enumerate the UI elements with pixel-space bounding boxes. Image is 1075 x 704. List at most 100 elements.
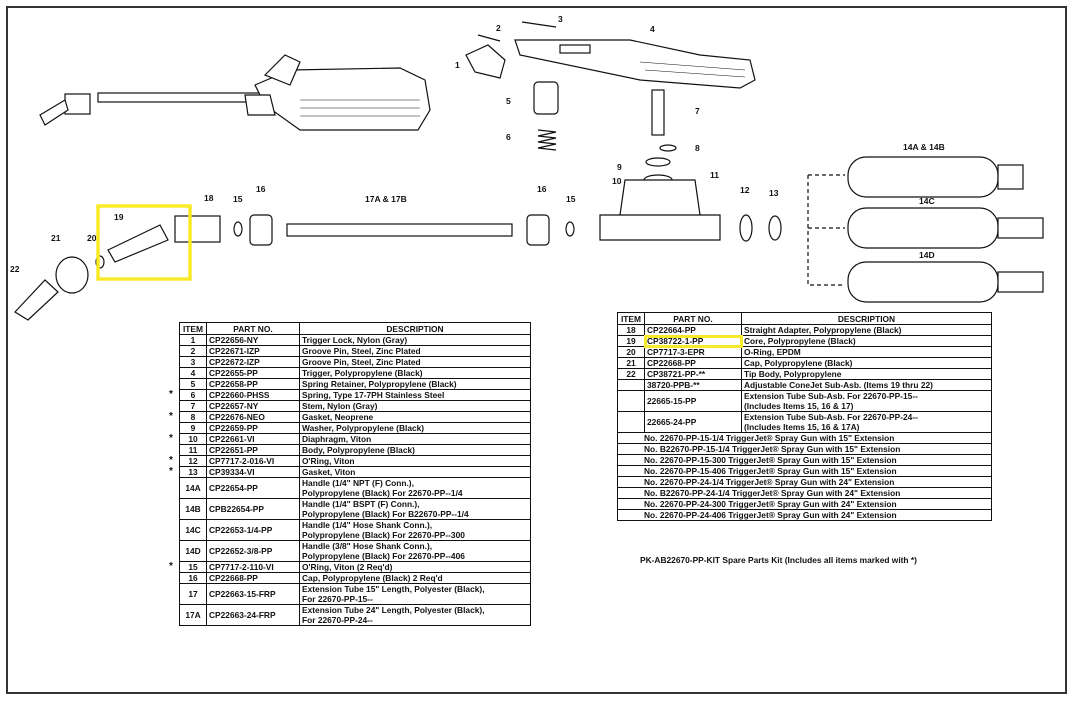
kit-marker: * xyxy=(169,433,173,444)
part-number-cell-highlighted: CP38722-1-PP xyxy=(643,334,743,348)
spare-parts-kit-note: PK-AB22670-PP-KIT Spare Parts Kit (Inclu… xyxy=(640,555,917,565)
description-line: Washer, Polypropylene (Black) xyxy=(302,423,425,433)
item-cell: 22 xyxy=(617,368,645,380)
item-cell xyxy=(617,411,645,433)
part-number-cell: 22665-24-PP xyxy=(644,411,742,433)
callout-15-left: 15 xyxy=(233,194,243,204)
o-ring-15-left-illustration xyxy=(233,221,243,237)
model-cell: No. 22670-PP-24-1/4 TriggerJet® Spray Gu… xyxy=(617,476,992,488)
description-cell: Handle (1/4" BSPT (F) Conn.),Polypropyle… xyxy=(299,498,531,520)
description-line: Core, Polypropylene (Black) xyxy=(744,336,856,346)
callout-18: 18 xyxy=(204,193,214,203)
item-number: 14D xyxy=(185,546,201,556)
description-line-2: Polypropylene (Black) For 22670-PP--406 xyxy=(302,551,465,561)
part-number-cell: CP22659-PP xyxy=(206,422,300,434)
description-cell: Handle (1/4" Hose Shank Conn.),Polypropy… xyxy=(299,519,531,541)
item-cell: *8 xyxy=(169,411,207,423)
callout-13: 13 xyxy=(769,188,779,198)
description-line: Handle (1/4" Hose Shank Conn.), xyxy=(302,520,433,530)
table-row: 38720-PPB-**Adjustable ConeJet Sub-Asb. … xyxy=(617,379,992,391)
item-number: 16 xyxy=(188,573,198,583)
description-cell: Gasket, Neoprene xyxy=(299,411,531,423)
part-number-cell: CP22653-1/4-PP xyxy=(206,519,300,541)
part-number-cell: CP22663-15-FRP xyxy=(206,583,300,605)
description-line: Adjustable ConeJet Sub-Asb. (Items 19 th… xyxy=(744,380,933,390)
item-number: 3 xyxy=(190,357,196,367)
handle-14ab-illustration xyxy=(847,156,1024,198)
model-row: No. 22670-PP-24-1/4 TriggerJet® Spray Gu… xyxy=(617,476,992,488)
description-line-2: Polypropylene (Black) For 22670-PP--1/4 xyxy=(302,488,463,498)
kit-marker: * xyxy=(169,455,173,466)
part-number-cell: CP7717-2-016-VI xyxy=(206,455,300,467)
item-cell: 17A xyxy=(179,604,207,626)
item-cell: 17 xyxy=(179,583,207,605)
stem-illustration xyxy=(651,89,665,136)
header-description: DESCRIPTION xyxy=(299,322,531,335)
o-ring-15-right-illustration xyxy=(565,221,575,237)
item-cell: 5 xyxy=(179,378,207,390)
body-illustration xyxy=(599,179,721,241)
description-line: Stem, Nylon (Gray) xyxy=(302,401,378,411)
item-cell: 1 xyxy=(179,334,207,346)
description-line: Cap, Polypropylene (Black) 2 Req'd xyxy=(302,573,443,583)
part-number-cell: CP22654-PP xyxy=(206,477,300,499)
callout-10: 10 xyxy=(612,176,622,186)
parts-list-header-row: ITEM PART NO. DESCRIPTION xyxy=(617,312,992,325)
cap-16-right-illustration xyxy=(526,214,550,246)
description-cell: Body, Polypropylene (Black) xyxy=(299,444,531,456)
description-cell: Extension Tube 15" Length, Polyester (Bl… xyxy=(299,583,531,605)
item-number: 9 xyxy=(190,423,196,433)
part-number-cell: CP7717-2-110-VI xyxy=(206,561,300,573)
item-cell: 14C xyxy=(179,519,207,541)
item-cell: 9 xyxy=(179,422,207,434)
description-line-2: Polypropylene (Black) For B22670-PP--1/4 xyxy=(302,509,469,519)
callout-11: 11 xyxy=(710,170,719,180)
item-number: 17 xyxy=(188,589,198,599)
handle-14c-illustration xyxy=(847,207,1044,249)
description-cell: Adjustable ConeJet Sub-Asb. (Items 19 th… xyxy=(741,379,992,391)
callout-16-right: 16 xyxy=(537,184,547,194)
description-line-2: (Includes Items 15, 16 & 17A) xyxy=(744,422,860,432)
part-number-cell: CP39334-VI xyxy=(206,466,300,478)
part-number-cell: CP22676-NEO xyxy=(206,411,300,423)
description-line: Trigger, Polypropylene (Black) xyxy=(302,368,423,378)
description-cell: Groove Pin, Steel, Zinc Plated xyxy=(299,345,531,357)
description-cell: Extension Tube Sub-Asb. For 22670-PP-24-… xyxy=(741,411,992,433)
description-line-2: (Includes Items 15, 16 & 17) xyxy=(744,401,854,411)
groove-pin-2-illustration xyxy=(477,34,501,42)
item-cell: 14A xyxy=(179,477,207,499)
part-number-cell: CP38721-PP-** xyxy=(644,368,742,380)
item-cell: *12 xyxy=(169,455,207,467)
description-line: O'Ring, Viton (2 Req'd) xyxy=(302,562,393,572)
description-line: Groove Pin, Steel, Zinc Plated xyxy=(302,357,421,367)
item-number: 8 xyxy=(190,412,196,422)
callout-4: 4 xyxy=(650,24,655,34)
description-cell: Stem, Nylon (Gray) xyxy=(299,400,531,412)
assembled-gun-illustration xyxy=(39,54,431,131)
part-number-cell: CP22660-PHSS xyxy=(206,389,300,401)
model-cell: No. 22670-PP-24-300 TriggerJet® Spray Gu… xyxy=(617,498,992,510)
item-number: 13 xyxy=(188,467,198,477)
description-line: Gasket, Neoprene xyxy=(302,412,374,422)
description-line-2: For 22670-PP-15-- xyxy=(302,594,373,604)
item-number: 10 xyxy=(188,434,198,444)
callout-14ab: 14A & 14B xyxy=(903,142,945,152)
callout-2: 2 xyxy=(496,23,501,33)
callout-6: 6 xyxy=(506,132,511,142)
item-cell: 11 xyxy=(179,444,207,456)
description-line: Extension Tube Sub-Asb. For 22670-PP-24-… xyxy=(744,412,918,422)
